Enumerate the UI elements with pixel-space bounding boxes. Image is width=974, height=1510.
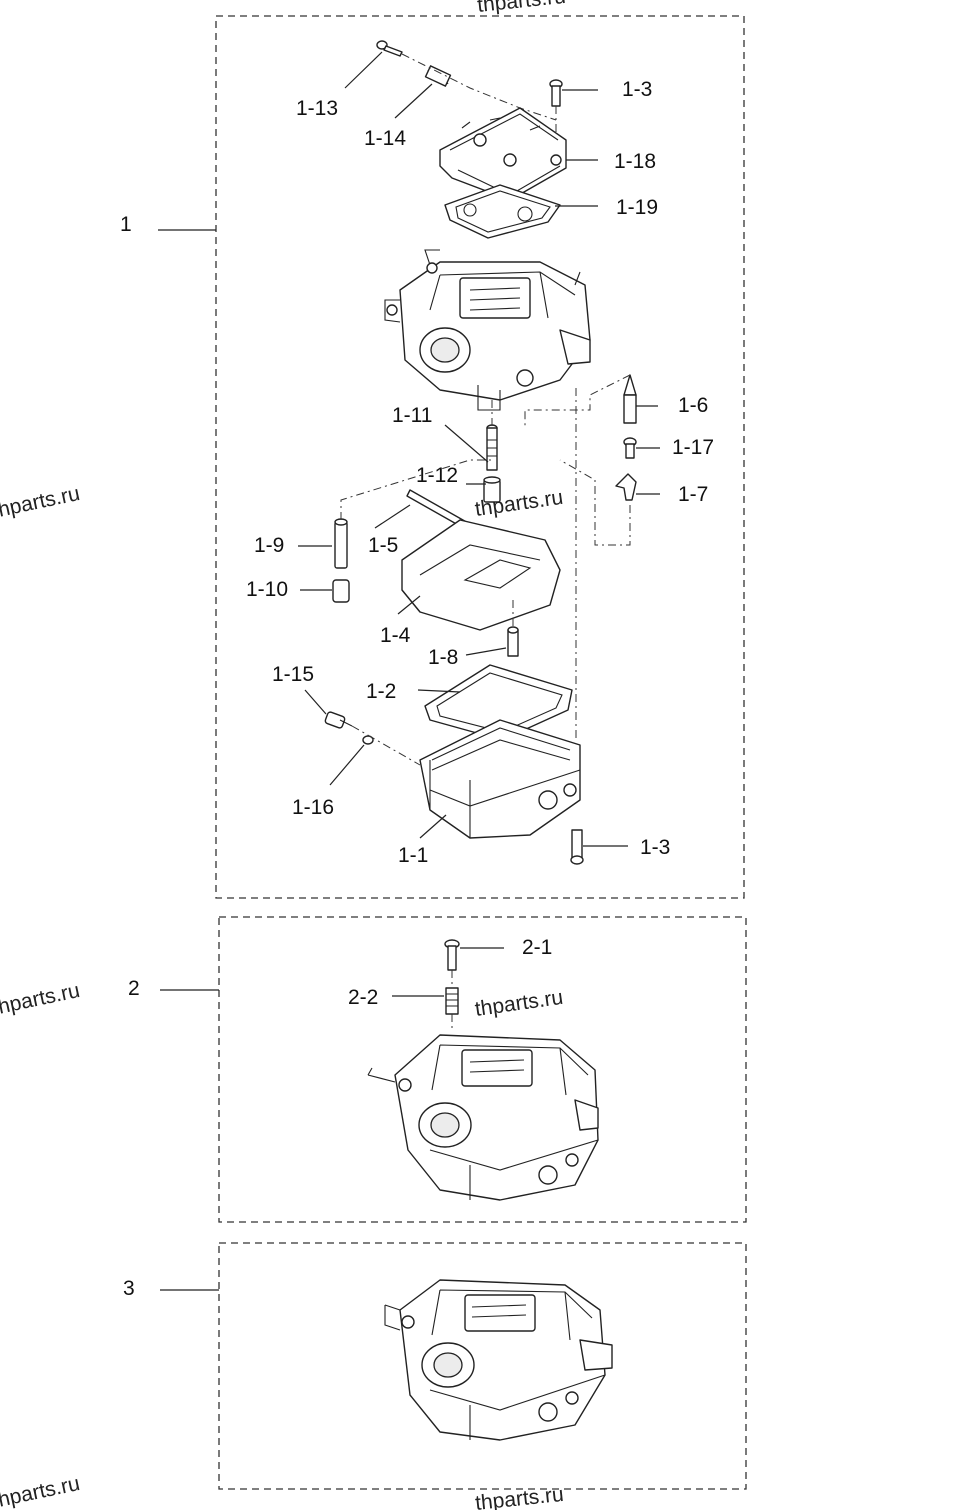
callout-1-11: 1-11 <box>392 404 432 427</box>
assembly-line-1-9 <box>340 459 492 520</box>
callout-1-7: 1-7 <box>678 483 708 506</box>
part-1-12-jet <box>483 476 501 503</box>
assembly-line-1-13 <box>401 53 557 121</box>
assembly-line-1-6 <box>524 374 631 428</box>
part-1-9-nozzle <box>334 518 348 569</box>
watermark-center-2: thparts.ru <box>473 986 564 1021</box>
part-1-14-spring <box>424 65 452 87</box>
assembly-line-1-7 <box>559 459 631 546</box>
part-1-8-screw <box>507 626 519 657</box>
callout-1-4: 1-4 <box>380 624 411 647</box>
callout-1-1: 1-1 <box>398 844 428 867</box>
watermark-top: thparts.ru <box>476 0 567 17</box>
callout-leaders-group-1 <box>298 51 660 847</box>
part-1-1-float-bowl <box>419 719 581 839</box>
part-carburetor-assembly-3 <box>384 1279 613 1441</box>
group-1-frame <box>215 15 745 899</box>
callout-1-3-bottom: 1-3 <box>640 836 670 859</box>
part-1-4-float <box>401 519 561 631</box>
callout-1-13: 1-13 <box>296 97 338 120</box>
callout-1-12: 1-12 <box>416 464 458 487</box>
group-label-3: 3 <box>123 1277 135 1300</box>
watermark-left-2: thparts.ru <box>0 979 82 1020</box>
callout-leaders-group-2 <box>392 947 504 997</box>
callout-1-3-top: 1-3 <box>622 78 652 101</box>
group-label-1: 1 <box>120 213 132 236</box>
part-1-2-gasket <box>424 664 573 741</box>
part-1-17-screw <box>623 437 637 459</box>
watermark-bottom: thparts.ru <box>474 1483 565 1510</box>
callout-1-15: 1-15 <box>272 663 314 686</box>
part-1-16-o-ring <box>362 735 374 745</box>
part-1-3-screw-bottom <box>570 829 584 865</box>
assembly-line-1-15 <box>351 725 421 766</box>
part-1-19-gasket <box>444 184 561 239</box>
part-1-15-drain-screw <box>324 711 353 729</box>
callout-1-18: 1-18 <box>614 150 656 173</box>
callout-1-9: 1-9 <box>254 534 284 557</box>
part-1-18-top-cover <box>439 107 567 201</box>
watermark-left-1: thparts.ru <box>0 482 82 523</box>
part-1-7-pin <box>615 473 637 501</box>
part-1-11-jet <box>486 424 498 471</box>
callout-2-1: 2-1 <box>522 936 552 959</box>
part-2-1-screw <box>444 939 460 971</box>
part-1-6-needle-valve <box>623 374 637 424</box>
callout-1-16: 1-16 <box>292 796 334 819</box>
callout-1-6: 1-6 <box>678 394 708 417</box>
part-2-2-spring <box>445 987 459 1015</box>
part-1-3-screw-top <box>549 79 563 107</box>
group-2-frame <box>218 916 747 1223</box>
callout-1-19: 1-19 <box>616 196 658 219</box>
callout-1-14: 1-14 <box>364 127 406 150</box>
callout-1-8: 1-8 <box>428 646 458 669</box>
part-carburetor-body-main <box>384 249 591 411</box>
callout-2-2: 2-2 <box>348 986 378 1009</box>
part-1-10-cap <box>332 579 350 603</box>
group-label-2: 2 <box>128 977 140 1000</box>
part-1-13-screw <box>376 40 403 57</box>
watermark-left-3: thparts.ru <box>0 1472 82 1510</box>
callout-1-17: 1-17 <box>672 436 714 459</box>
group-3-frame <box>218 1242 747 1490</box>
callout-1-2: 1-2 <box>366 680 396 703</box>
callout-1-5: 1-5 <box>368 534 398 557</box>
callout-1-10: 1-10 <box>246 578 288 601</box>
part-carburetor-assembly-2 <box>367 1034 599 1201</box>
